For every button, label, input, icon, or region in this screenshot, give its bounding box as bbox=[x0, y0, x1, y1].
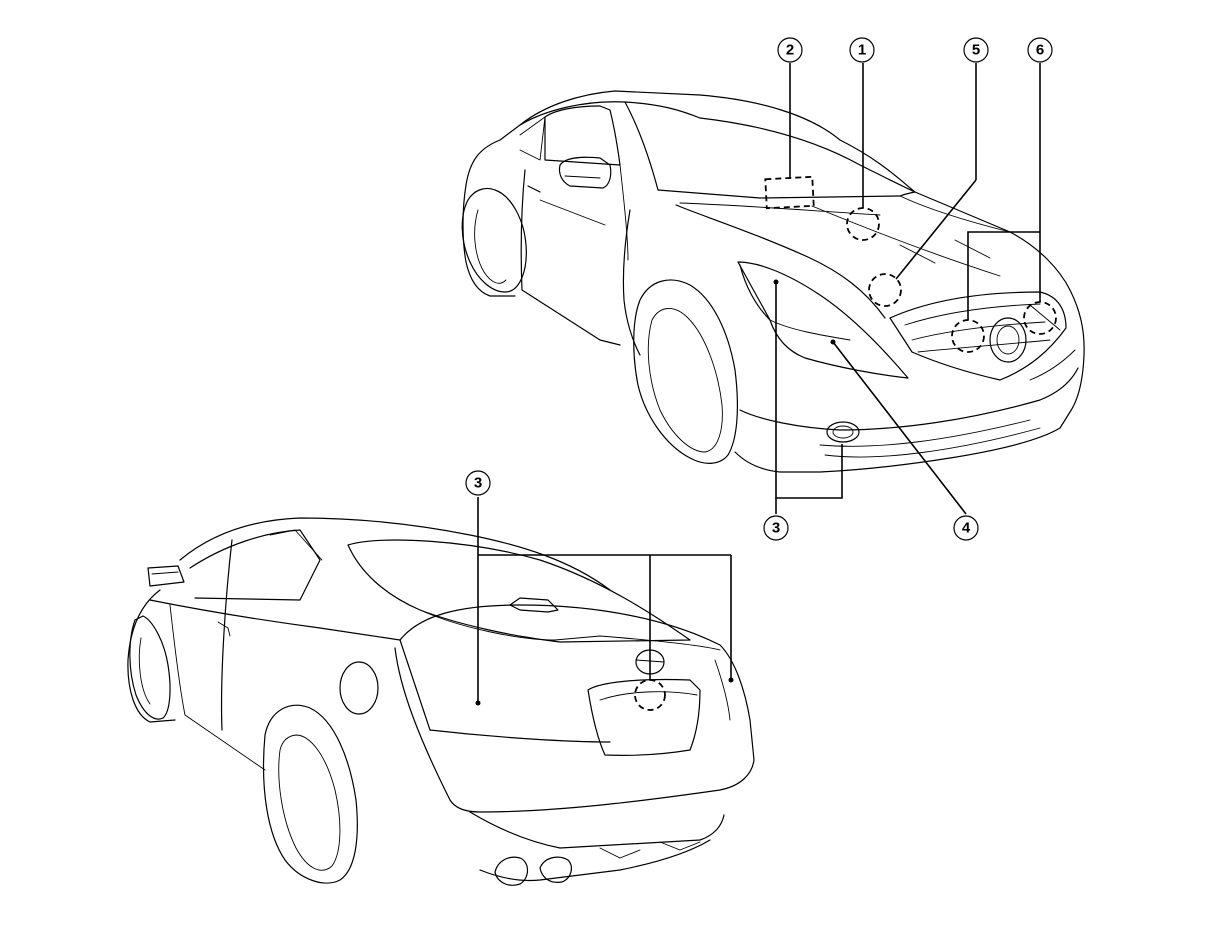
callout-5: 5 bbox=[963, 37, 989, 63]
callout-3-front: 3 bbox=[763, 515, 789, 541]
front-leader-lines bbox=[775, 63, 1041, 515]
callout-3-rear: 3 bbox=[465, 470, 491, 496]
rear-location-markers bbox=[475, 677, 734, 711]
callout-4: 4 bbox=[953, 515, 979, 541]
callout-6: 6 bbox=[1027, 37, 1053, 63]
marker-circle-5 bbox=[868, 273, 902, 307]
callout-1: 1 bbox=[849, 37, 875, 63]
callout-1-label: 1 bbox=[858, 42, 866, 59]
callout-3-rear-label: 3 bbox=[474, 475, 482, 492]
callout-5-label: 5 bbox=[972, 42, 980, 59]
callout-3-front-label: 3 bbox=[772, 520, 780, 537]
callout-2-label: 2 bbox=[786, 42, 794, 59]
marker-circle-1 bbox=[846, 207, 880, 241]
callout-4-label: 4 bbox=[962, 520, 971, 537]
label-marker-2 bbox=[764, 175, 815, 210]
rear-car-illustration bbox=[127, 517, 755, 886]
callout-2: 2 bbox=[777, 37, 803, 63]
front-car-illustration bbox=[461, 90, 1085, 473]
rear-leader-lines bbox=[477, 497, 732, 703]
callout-6-label: 6 bbox=[1036, 42, 1044, 59]
marker-circle-3-rear bbox=[634, 679, 666, 711]
front-location-markers bbox=[764, 175, 1057, 353]
marker-circle-6b bbox=[1023, 301, 1057, 335]
